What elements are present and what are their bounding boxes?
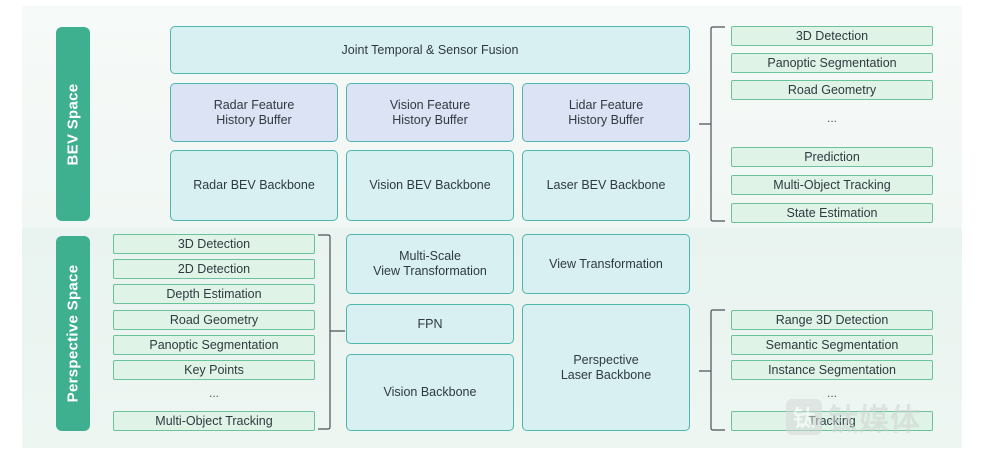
bev-space-label: BEV Space xyxy=(56,27,90,221)
bev-task-prediction: Prediction xyxy=(731,147,933,167)
bev-tasks-bracket xyxy=(699,26,725,222)
persp-task-2d-detection: 2D Detection xyxy=(113,259,315,279)
radar-feature-history-buffer-box: Radar Feature History Buffer xyxy=(170,83,338,142)
bev-task-ellipsis: ... xyxy=(826,111,837,125)
perspective-space-label: Perspective Space xyxy=(56,236,90,431)
laser-task-ellipsis: ... xyxy=(826,386,837,400)
persp-task-depth-estimation: Depth Estimation xyxy=(113,284,315,304)
persp-task-panoptic-segmentation: Panoptic Segmentation xyxy=(113,335,315,355)
vision-bev-backbone-box: Vision BEV Backbone xyxy=(346,150,514,221)
vision-backbone-box: Vision Backbone xyxy=(346,354,514,431)
multi-scale-view-transformation-box: Multi-Scale View Transformation xyxy=(346,234,514,294)
persp-tasks-bracket xyxy=(318,234,345,430)
laser-tasks-bracket xyxy=(699,309,725,431)
laser-task-semantic-segmentation: Semantic Segmentation xyxy=(731,335,933,355)
bev-task-panoptic-segmentation: Panoptic Segmentation xyxy=(731,53,933,73)
view-transformation-box: View Transformation xyxy=(522,234,690,294)
persp-task-road-geometry: Road Geometry xyxy=(113,310,315,330)
persp-task-key-points: Key Points xyxy=(113,360,315,380)
bev-task-3d-detection: 3D Detection xyxy=(731,26,933,46)
vision-feature-history-buffer-box: Vision Feature History Buffer xyxy=(346,83,514,142)
lidar-feature-history-buffer-box: Lidar Feature History Buffer xyxy=(522,83,690,142)
perspective-laser-backbone-box: Perspective Laser Backbone xyxy=(522,304,690,431)
persp-task-3d-detection: 3D Detection xyxy=(113,234,315,254)
joint-temporal-sensor-fusion-box: Joint Temporal & Sensor Fusion xyxy=(170,26,690,74)
laser-task-range-3d-detection: Range 3D Detection xyxy=(731,310,933,330)
bev-task-road-geometry: Road Geometry xyxy=(731,80,933,100)
watermark: 钛 钛媒体 xyxy=(786,397,921,437)
bev-task-state-estimation: State Estimation xyxy=(731,203,933,223)
persp-task-multi-object-tracking: Multi-Object Tracking xyxy=(113,411,315,431)
watermark-text: 钛媒体 xyxy=(828,404,921,437)
laser-task-instance-segmentation: Instance Segmentation xyxy=(731,360,933,380)
laser-bev-backbone-box: Laser BEV Backbone xyxy=(522,150,690,221)
watermark-logo-icon: 钛 xyxy=(786,399,822,435)
bev-task-multi-object-tracking: Multi-Object Tracking xyxy=(731,175,933,195)
fpn-box: FPN xyxy=(346,304,514,344)
persp-task-ellipsis: ... xyxy=(208,386,219,400)
radar-bev-backbone-box: Radar BEV Backbone xyxy=(170,150,338,221)
